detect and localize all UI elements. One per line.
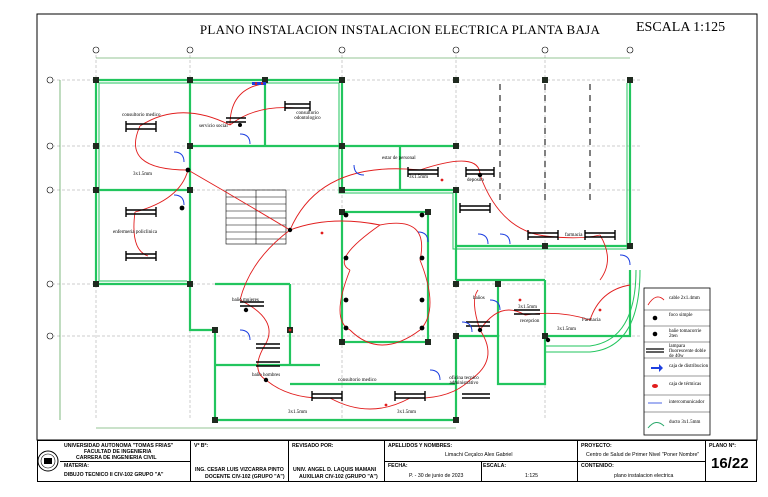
room-label-banos: baños xyxy=(473,296,485,301)
tb-plano-label: PLANO Nº: xyxy=(709,443,736,449)
fluorescent-icon xyxy=(646,348,664,353)
tb-materia: DIBUJO TECNICO II CIV-102 GRUPO "A" xyxy=(64,472,164,478)
drawing-scale: ESCALA 1:125 xyxy=(636,20,726,35)
legend-box xyxy=(643,287,711,436)
room-label-oficina: oficina tecnico administrativo xyxy=(449,376,479,386)
tb-contenido-label: CONTENIDO: xyxy=(581,463,614,469)
junction-box-icon xyxy=(652,384,658,388)
tb-auxiliar-name: UNIV. ANGEL D. LAQUIS MAMANI xyxy=(293,467,377,473)
circuit-label: 3x1.5mm xyxy=(133,172,153,177)
future-area xyxy=(499,84,591,200)
legend-label: cable 2x1.4mm xyxy=(669,296,700,301)
legend-label: bañe tomacorrie 2ten xyxy=(669,329,702,339)
room-label-enfermeria: enfermeria policlinica xyxy=(113,230,158,235)
switch-box-icon xyxy=(651,364,663,372)
legend-label: ducto 3x1.5mm xyxy=(669,420,701,425)
tb-revisado-cell: REVISADO POR: UNIV. ANGEL D. LAQUIS MAMA… xyxy=(289,441,385,481)
room-label-consultorio-odontologico: consultorio odontologico xyxy=(294,111,321,121)
drawing-title: PLANO INSTALACION INSTALACION ELECTRICA … xyxy=(199,22,601,37)
inner-wall-lines xyxy=(98,82,641,353)
legend-label: intercomunicador xyxy=(669,400,705,405)
tb-apellidos-label: APELLIDOS Y NOMBRES: xyxy=(388,443,453,449)
room-label-consultorio: consultorio medico xyxy=(122,113,161,118)
dimension-lines xyxy=(59,57,630,429)
room-label-servicio-social: servicio social xyxy=(199,124,228,129)
cable-arc-icon xyxy=(647,422,665,429)
tb-vb-label: Vº Bº: xyxy=(194,443,209,449)
circuit-label: 3x1.5mm xyxy=(518,305,538,310)
tb-career: CARRERA DE INGENIERIA CIVIL xyxy=(76,455,157,461)
circuit-label: 3x1.5mm xyxy=(409,175,429,180)
tb-revisado-label: REVISADO POR: xyxy=(292,443,334,449)
tb-university: UNIVERSIDAD AUTONOMA "TOMAS FRIAS" xyxy=(64,443,174,449)
circuit-label: 3x1.5mm xyxy=(397,410,417,415)
light-points xyxy=(179,123,551,383)
tb-plano-cell: PLANO Nº: 16/22 xyxy=(706,441,758,481)
doors xyxy=(173,133,631,381)
legend-label: caja de térmicas xyxy=(669,382,702,387)
tb-student-cell: APELLIDOS Y NOMBRES: Limachi Ceçalco Ale… xyxy=(385,441,578,481)
room-label-deposito: deposito xyxy=(467,178,484,183)
circuit-label: 3x1.5mm xyxy=(557,327,577,332)
outlet-icon xyxy=(652,331,658,337)
room-label-farmacia-top: farmacia xyxy=(565,233,583,238)
tb-escala: 1:125 xyxy=(525,473,538,479)
circuit-label: 3x1.5mm xyxy=(288,410,308,415)
title-block: UNIVERSIDAD AUTONOMA "TOMAS FRIAS" FACUL… xyxy=(37,440,757,482)
tb-university-cell: UNIVERSIDAD AUTONOMA "TOMAS FRIAS" FACUL… xyxy=(38,441,191,481)
tb-docente-name: ING. CESAR LUIS VIZCARRA PINTO xyxy=(195,467,284,473)
stairs xyxy=(225,189,287,245)
legend-label: foco simple xyxy=(669,313,693,318)
room-label-bano-hombres: baño hombres xyxy=(252,373,281,378)
tb-fecha: P. - 30 de junio de 2023 xyxy=(409,473,464,479)
columns xyxy=(93,77,633,423)
tb-project-cell: PROYECTO: Centro de Salud de Primer Nive… xyxy=(578,441,706,481)
tb-materia-label: MATERIA: xyxy=(64,463,89,469)
light-point-icon xyxy=(652,315,658,321)
tb-proyecto: Centro de Salud de Primer Nivel "Poner N… xyxy=(586,452,700,458)
fluorescent-lamps xyxy=(125,101,616,401)
room-label-farmacia: Farmacia xyxy=(582,318,601,323)
legend-label: lampara fluorescente doble de 40w xyxy=(669,344,706,359)
outlets xyxy=(288,178,602,407)
room-label-consultorio-bottom: consultorio medico xyxy=(338,378,377,383)
electrical-panel xyxy=(252,82,266,85)
room-label-bano-mujeres: baño mujeres xyxy=(232,298,259,303)
tb-faculty: FACULTAD DE INGENIERIA xyxy=(84,449,152,455)
tb-proyecto-label: PROYECTO: xyxy=(581,443,612,449)
tb-escala-label: ESCALA: xyxy=(483,463,507,469)
walls xyxy=(94,78,632,422)
tb-fecha-label: FECHA: xyxy=(388,463,408,469)
tb-contenido: plano instalacion electrica xyxy=(614,473,674,479)
room-label-recepcion: recepcion xyxy=(520,319,540,324)
grid-axes xyxy=(52,50,640,420)
room-label-estar-personal: estar de personal xyxy=(382,156,416,161)
tb-docente-role: DOCENTE CIV-102 (GRUPO "A") xyxy=(205,474,285,480)
tb-vb-cell: Vº Bº: ING. CESAR LUIS VIZCARRA PINTO DO… xyxy=(191,441,289,481)
university-seal-icon xyxy=(37,450,59,472)
tb-student: Limachi Ceçalco Alex Gabriel xyxy=(445,452,513,458)
legend-label: caja de distribucion xyxy=(669,364,709,369)
grid-bubbles xyxy=(46,46,634,340)
tb-auxiliar-role: AUXILIAR CIV-102 (GRUPO "A") xyxy=(299,474,378,480)
tb-plano-number: 16/22 xyxy=(711,455,749,472)
circuit-cable-icon xyxy=(647,296,665,306)
